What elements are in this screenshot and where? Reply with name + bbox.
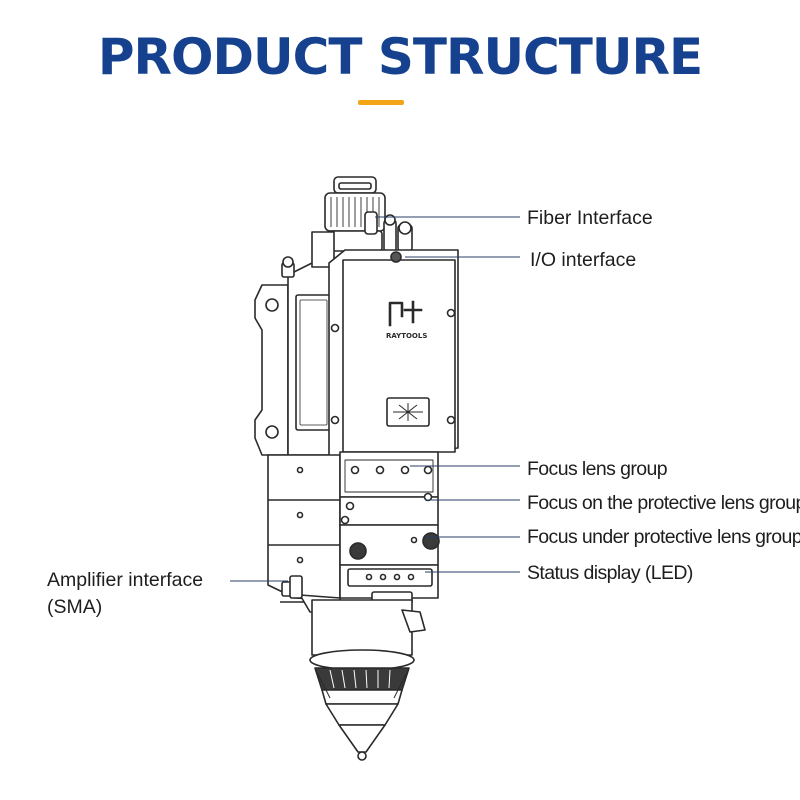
label-status-display: Status display (LED) <box>527 562 693 584</box>
sma-connector <box>280 575 304 603</box>
label-focus-lens-group: Focus lens group <box>527 458 668 480</box>
label-fiber-interface: Fiber Interface <box>527 207 653 229</box>
label-focus-under-protective: Focus under protective lens group <box>527 526 800 548</box>
fiber-connector <box>324 176 386 252</box>
focus-indicator-icon <box>386 397 430 427</box>
label-amplifier-interface: Amplifier interface <box>47 569 204 591</box>
title-underline <box>358 100 404 105</box>
lower-body <box>267 451 440 614</box>
svg-text:RAYTOOLS: RAYTOOLS <box>386 332 427 340</box>
label-focus-on-protective: Focus on the protective lens group <box>527 492 800 514</box>
nozzle-assembly <box>309 599 426 761</box>
page-title: PRODUCT STRUCTURE <box>97 28 703 86</box>
side-housing <box>254 231 336 456</box>
label-amplifier-sma: (SMA) <box>47 596 103 618</box>
io-fittings <box>383 214 413 253</box>
label-io-interface: I/O interface <box>530 249 637 271</box>
control-panel: RAYTOOLS <box>328 249 459 459</box>
raytools-logo-icon <box>388 300 423 327</box>
